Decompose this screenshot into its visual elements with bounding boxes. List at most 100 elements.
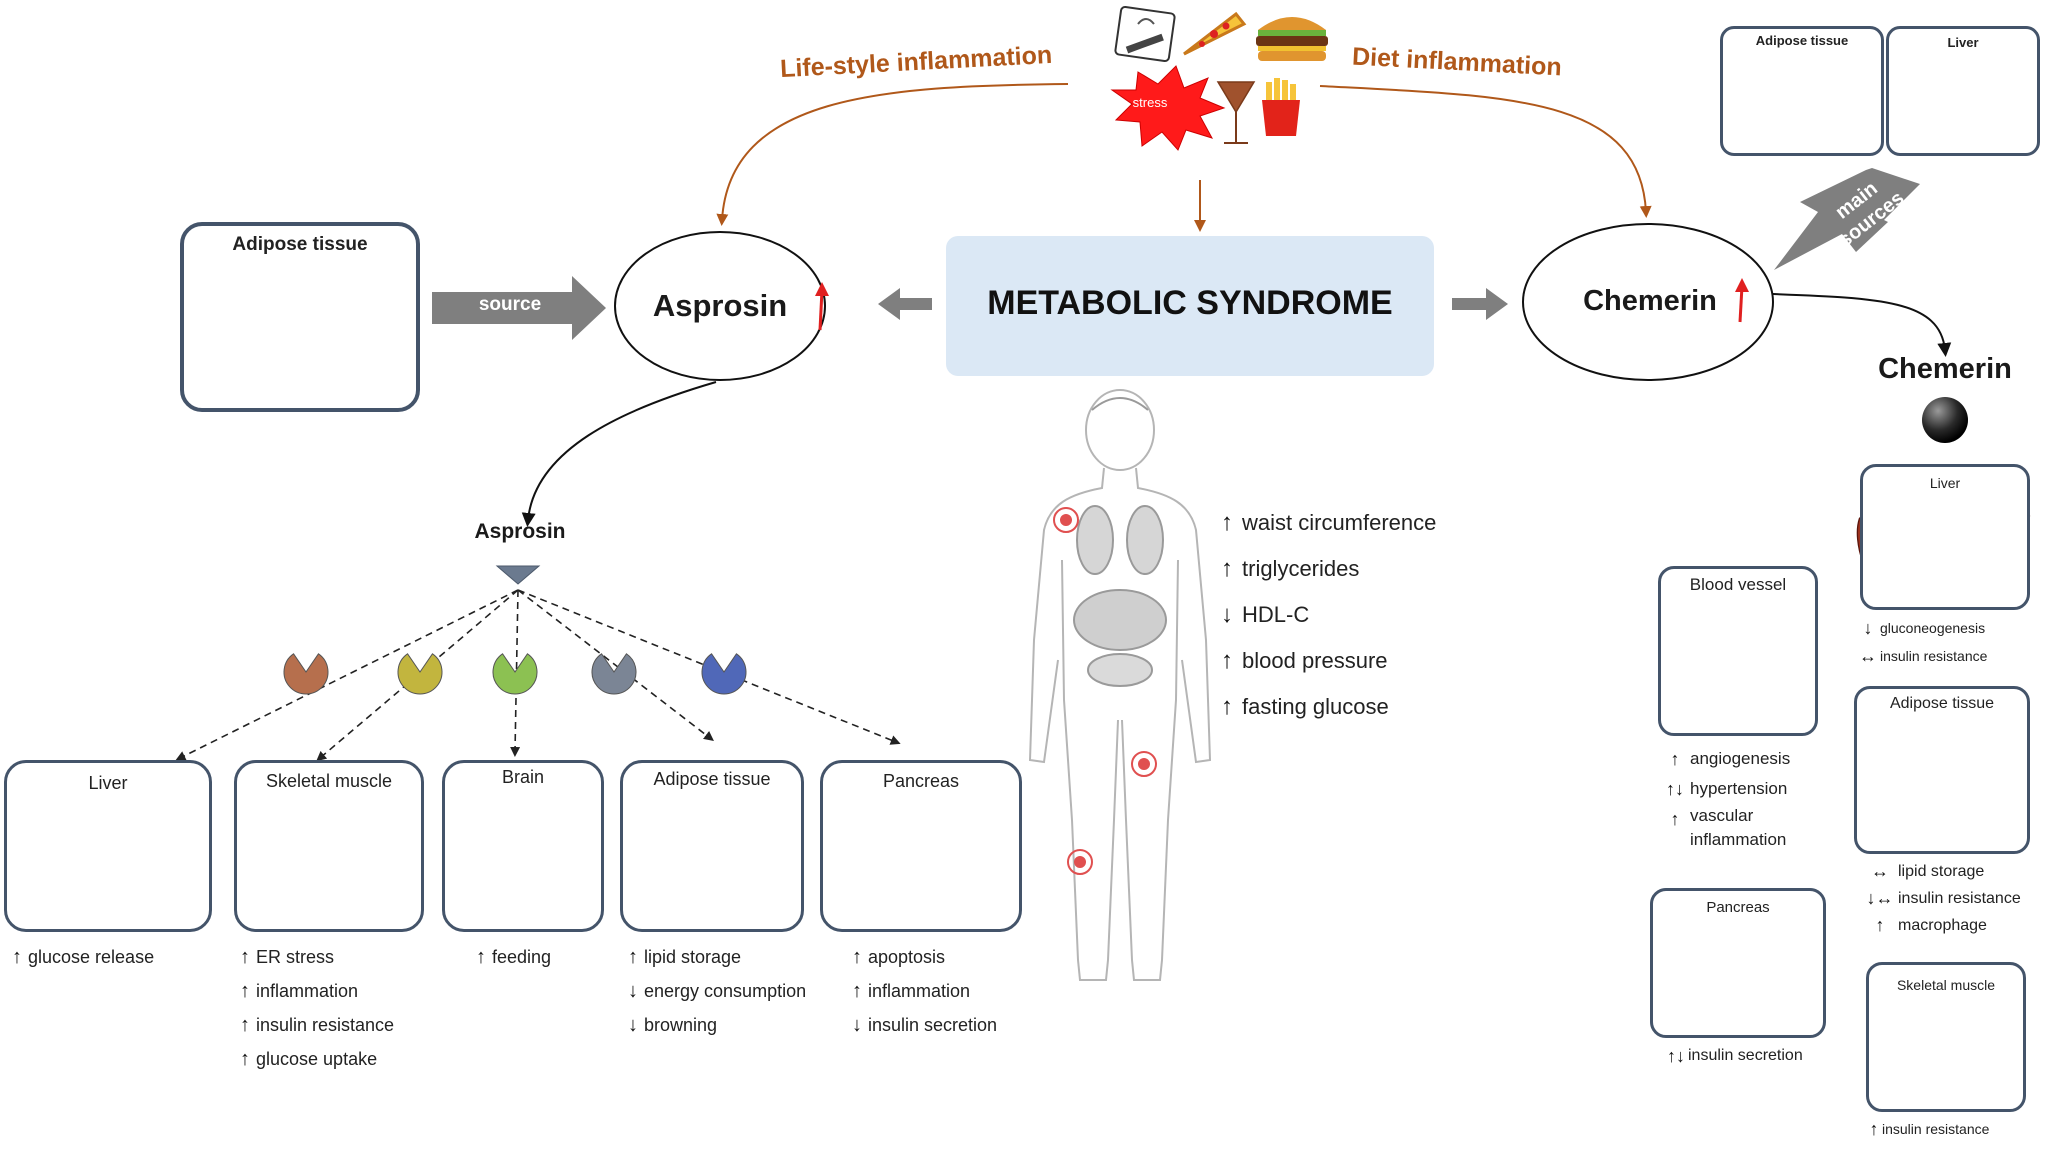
effect-text: feeding: [492, 947, 552, 967]
effect-text: insulin secretion: [868, 1015, 998, 1035]
receptor-icon: [283, 653, 329, 695]
receptor-icon: [492, 653, 538, 695]
symptom-arrow: ↑: [1221, 693, 1233, 720]
organ-box-adipose: Adipose tissue: [620, 760, 804, 932]
symptom-text: triglycerides: [1242, 556, 1360, 581]
effect-arrow: ↓: [852, 1014, 862, 1036]
organ-title: Liver: [88, 773, 128, 793]
chemerin-oval-label: Chemerin: [1583, 285, 1717, 317]
effect-text: browning: [644, 1015, 718, 1035]
stress-label: stress: [1132, 95, 1168, 110]
effect-text: gluconeogenesis: [1880, 620, 1986, 636]
effect-text: lipid storage: [644, 947, 742, 967]
source-adipose-title: Adipose tissue: [1755, 33, 1849, 48]
effect-arrow: ↑: [12, 946, 22, 968]
chemerin-box-blood-vessel: Blood vessel: [1658, 566, 1818, 736]
cocktail-icon: [1216, 81, 1256, 144]
effect-arrow: ↓: [628, 1014, 638, 1036]
symptom-arrow: ↑: [1221, 647, 1233, 674]
source-liver-title: Liver: [1947, 35, 1979, 50]
effect-arrow: ↑: [1875, 915, 1885, 935]
main-sources-arrow: [1774, 168, 1920, 270]
left-adipose-box: Adipose tissue: [180, 222, 420, 412]
asprosin-dashed-lines: [175, 589, 901, 762]
effects-brain: ↑ feeding: [470, 940, 551, 974]
effect-arrow: ↑↓: [1666, 779, 1684, 799]
chemerin-box-skeletal-muscle: Skeletal muscle: [1866, 962, 2026, 1112]
effect-arrow: ↑: [852, 946, 862, 968]
metabolic-syndrome-box: [946, 236, 1434, 376]
effect-arrow: ↓↔: [1866, 888, 1894, 908]
effect-text: insulin resistance: [1898, 890, 2021, 907]
organ-title: Brain: [501, 767, 545, 787]
organ-box-skeletal-muscle: Skeletal muscle: [234, 760, 424, 932]
effect-text: lipid storage: [1898, 863, 1985, 880]
symptom-text: fasting glucose: [1242, 694, 1389, 719]
organ-title: Pancreas: [1706, 899, 1770, 916]
effects-chemerin-adipose: ↔ lipid storage ↓↔insulin resistance ↑ mac…: [1862, 858, 2021, 939]
chemerin-ligand-icon: [1922, 397, 1968, 443]
effect-arrow: ↑: [476, 946, 486, 968]
left-adipose-title: Adipose tissue: [232, 234, 368, 255]
asprosin-oval: [614, 231, 826, 381]
effect-text: vascular inflammation: [1690, 806, 1787, 849]
symptom-arrow: ↓: [1221, 601, 1233, 628]
asprosin-up-arrow: [818, 289, 824, 331]
effect-text: apoptosis: [868, 947, 946, 967]
stress-burst-icon: [1110, 65, 1226, 151]
organ-box-brain: Brain: [442, 760, 604, 932]
organ-title: Adipose tissue: [1889, 695, 1995, 712]
symptom-text: HDL-C: [1242, 602, 1310, 627]
effect-text: hypertension: [1690, 779, 1788, 798]
effect-text: macrophage: [1898, 917, 1987, 934]
effect-arrow: ↑: [240, 1014, 250, 1036]
effect-arrow: ↓: [1863, 618, 1873, 638]
symptom-arrow: ↑: [1221, 555, 1233, 582]
effect-arrow: ↑: [240, 1048, 250, 1070]
receptor-icon: [591, 653, 637, 695]
asprosin-oval-label: Asprosin: [652, 288, 788, 323]
effects-adipose: ↑lipid storage ↓energy consumption ↓brow…: [622, 940, 806, 1042]
ms-to-chemerin-arrow: [1452, 288, 1508, 320]
effect-text: inflammation: [868, 981, 971, 1001]
effect-arrow: ↑: [628, 946, 638, 968]
effect-text: insulin resistance: [1880, 648, 1988, 664]
receptor-icon: [701, 653, 747, 695]
effects-skeletal-muscle: ↑ER stress ↑inflammation ↑insulin resist…: [234, 940, 394, 1076]
cigarette-icon: [1114, 5, 1176, 63]
effect-arrow: ↔: [1859, 646, 1877, 666]
organ-box-liver: Liver: [4, 760, 212, 932]
asprosin-ligand-icon: [495, 565, 541, 585]
fries-icon: [1262, 78, 1300, 136]
lifestyle-arrow: [716, 83, 1069, 226]
inflammation-markers: [1053, 507, 1157, 875]
organ-title: Pancreas: [882, 771, 960, 791]
effect-arrow: ↑: [240, 980, 250, 1002]
pizza-icon: [1183, 11, 1247, 56]
effect-arrow: ↔: [1871, 861, 1889, 881]
receptor-connector: [517, 589, 714, 742]
chemerin-oval: [1522, 223, 1774, 381]
diet-arrow: [1319, 85, 1652, 218]
chemerin-box-pancreas: Pancreas: [1650, 888, 1826, 1038]
effects-liver: ↑ glucose release: [6, 940, 154, 974]
effect-arrow: ↑: [240, 946, 250, 968]
effect-text: glucose release: [28, 947, 155, 967]
asprosin-to-panel-arrow: [521, 381, 717, 527]
organ-title: Adipose tissue: [653, 769, 771, 789]
burger-icon: [1256, 17, 1328, 61]
organ-title: Skeletal muscle: [265, 771, 393, 791]
symptom-text: blood pressure: [1242, 648, 1388, 673]
human-body-illustration: [1028, 389, 1212, 981]
effects-blood-vessel: ↑angiogenesis ↑↓hypertension ↑vascular i…: [1660, 744, 1830, 852]
receptor-icon: [397, 653, 443, 695]
receptor-connector: [316, 589, 519, 762]
effect-arrow: ↑: [1670, 809, 1680, 829]
asprosin-panel-title: Asprosin: [474, 520, 566, 543]
organ-title: Liver: [1929, 475, 1961, 491]
receptor-connector: [175, 589, 519, 761]
effect-text: inflammation: [256, 981, 359, 1001]
source-liver-box: Liver: [1886, 26, 2040, 156]
source-arrow: [432, 276, 606, 340]
effect-arrow: ↑: [1869, 1119, 1879, 1139]
